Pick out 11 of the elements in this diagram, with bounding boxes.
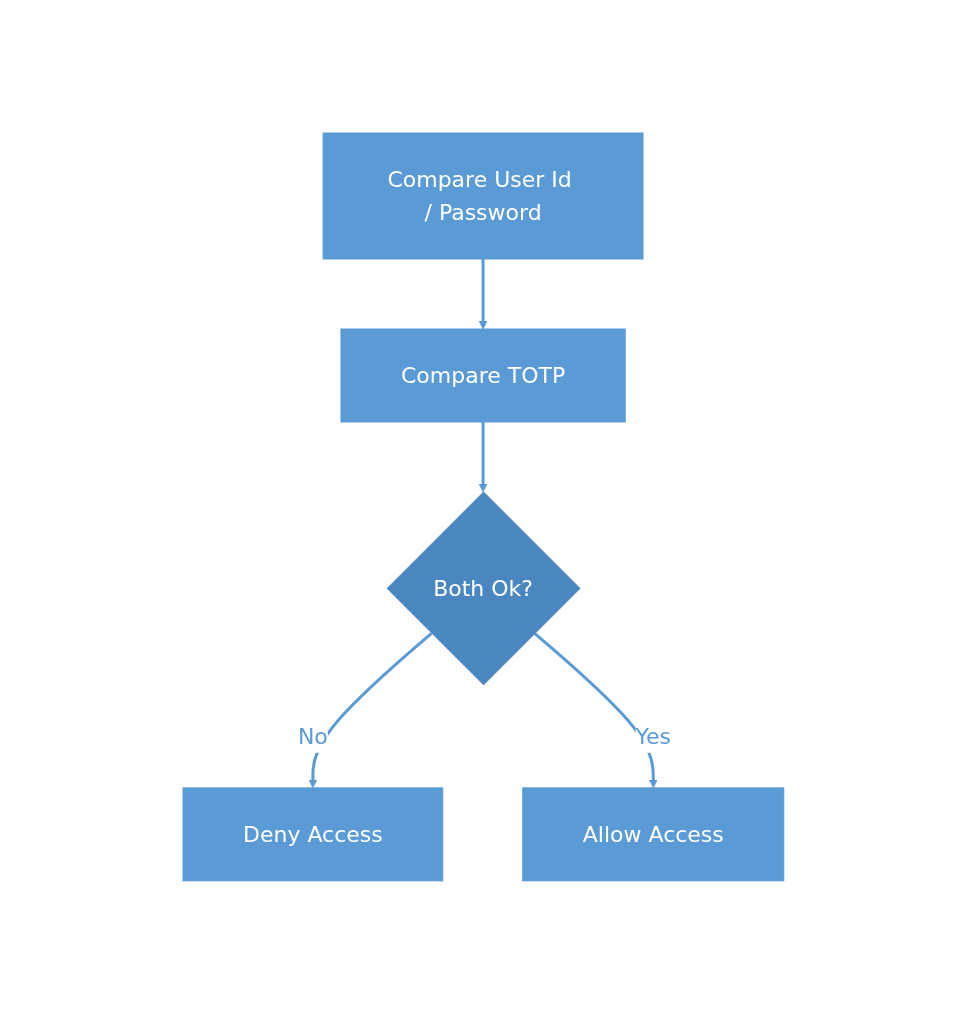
edge-label: Yes [635,723,672,749]
edge-label: No [298,723,328,749]
arrow [478,259,488,330]
arrow [308,632,433,789]
node-box: Allow Access [522,787,785,882]
node-box: Compare TOTP [340,328,626,423]
arrow [478,422,488,493]
arrow [533,632,658,789]
node-box: Deny Access [182,787,444,882]
node-box: Compare User Id / Password [322,132,644,260]
node-diamond: Both Ok? [386,491,581,686]
